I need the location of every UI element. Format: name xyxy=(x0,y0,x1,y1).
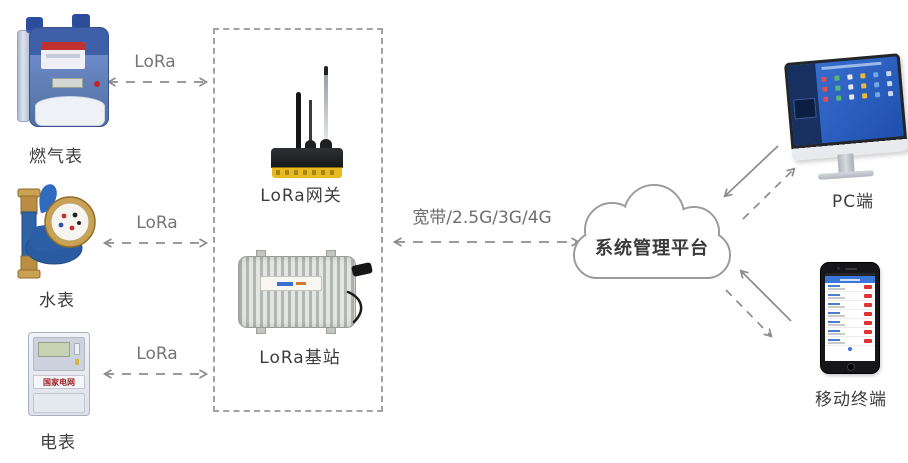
electric-meter-body: 国家电网 xyxy=(28,332,90,416)
pc-screen-titlebar xyxy=(821,61,882,70)
gas-meter-display-row xyxy=(46,54,80,58)
lora-station-illustration xyxy=(232,248,373,338)
gas-meter-label: 燃气表 xyxy=(29,147,83,167)
gateway-antenna-middle-base xyxy=(305,140,316,150)
cloud-platform-label: 系统管理平台 xyxy=(595,238,709,259)
station-mount-tab xyxy=(256,327,266,334)
phone-app-header xyxy=(825,276,875,283)
pc-base xyxy=(817,170,875,180)
lora-gateway-illustration xyxy=(268,58,346,180)
gas-meter-display-stripe xyxy=(41,42,85,50)
phone-list-row xyxy=(825,337,875,346)
electric-meter-lcd xyxy=(38,342,70,357)
phone-screen xyxy=(825,273,875,361)
phone-status-bar xyxy=(825,273,875,276)
gateway-antenna-middle xyxy=(309,100,312,142)
gateway-body xyxy=(271,148,343,168)
phone-list-row xyxy=(825,319,875,328)
cloud-platform: 系统管理平台 xyxy=(566,184,738,288)
arrow-mobile-to-cloud xyxy=(739,269,792,322)
electric-meter-button xyxy=(74,343,80,355)
phone-speaker xyxy=(845,268,857,270)
gateway-antenna-right xyxy=(324,66,328,142)
electric-meter-terminal-cover xyxy=(33,393,85,413)
station-mount-tab xyxy=(326,327,336,334)
gas-meter-lower-panel xyxy=(35,96,105,126)
gateway-antenna-right-base xyxy=(320,139,332,150)
gas-meter-inlet-cap xyxy=(26,17,43,30)
water-meter-label: 水表 xyxy=(39,291,75,311)
gas-meter-led xyxy=(94,81,100,87)
gas-meter-outlet-cap xyxy=(72,14,90,27)
electric-meter-label: 电表 xyxy=(40,433,76,453)
phone-camera xyxy=(837,267,840,270)
electric-meter-brand-band: 国家电网 xyxy=(33,375,85,389)
gateway-antenna-left xyxy=(296,92,301,150)
electric-meter-brand-text: 国家电网 xyxy=(43,377,75,387)
electric-meter-frame xyxy=(33,337,85,371)
phone-home-button xyxy=(847,363,855,371)
pc-screen-tile xyxy=(793,97,817,120)
station-cable xyxy=(346,290,363,324)
pc-screen xyxy=(787,56,904,146)
lora-gateway-label: LoRa网关 xyxy=(260,186,342,206)
gas-lora-link-label: LoRa xyxy=(134,52,176,72)
pc-screen-app-grid xyxy=(821,70,897,102)
gas-meter-illustration xyxy=(15,14,115,128)
phone-list-row xyxy=(825,283,875,292)
electric-lora-link-label: LoRa xyxy=(136,344,178,364)
water-lora-link-label: LoRa xyxy=(136,213,178,233)
pc-illustration xyxy=(783,50,908,192)
gas-meter-lcd xyxy=(52,78,83,88)
phone-list-row xyxy=(825,292,875,301)
backbone-link-label: 宽带/2.5G/3G/4G xyxy=(412,208,552,228)
station-name-plate xyxy=(260,276,322,291)
phone-pager-dot xyxy=(825,346,875,352)
mobile-illustration xyxy=(820,262,880,374)
cloud-shape xyxy=(573,184,731,279)
station-finned-body xyxy=(238,256,356,328)
phone-list-row xyxy=(825,301,875,310)
gateway-ports xyxy=(276,170,338,175)
electric-meter-led xyxy=(75,359,79,365)
lora-station-label: LoRa基站 xyxy=(259,348,341,368)
mobile-label: 移动终端 xyxy=(815,390,887,410)
water-meter-illustration xyxy=(17,184,96,279)
phone-list-row xyxy=(825,310,875,319)
pc-monitor xyxy=(783,53,908,161)
lora-network-group-box xyxy=(213,28,383,412)
gas-meter-display xyxy=(41,42,85,69)
water-meter-dial-face xyxy=(50,202,90,242)
electric-meter-illustration: 国家电网 xyxy=(28,330,92,418)
phone-list-row xyxy=(825,328,875,337)
gas-meter-body xyxy=(29,27,109,127)
pc-label: PC端 xyxy=(831,192,875,212)
arrow-cloud-to-mobile xyxy=(725,289,773,338)
